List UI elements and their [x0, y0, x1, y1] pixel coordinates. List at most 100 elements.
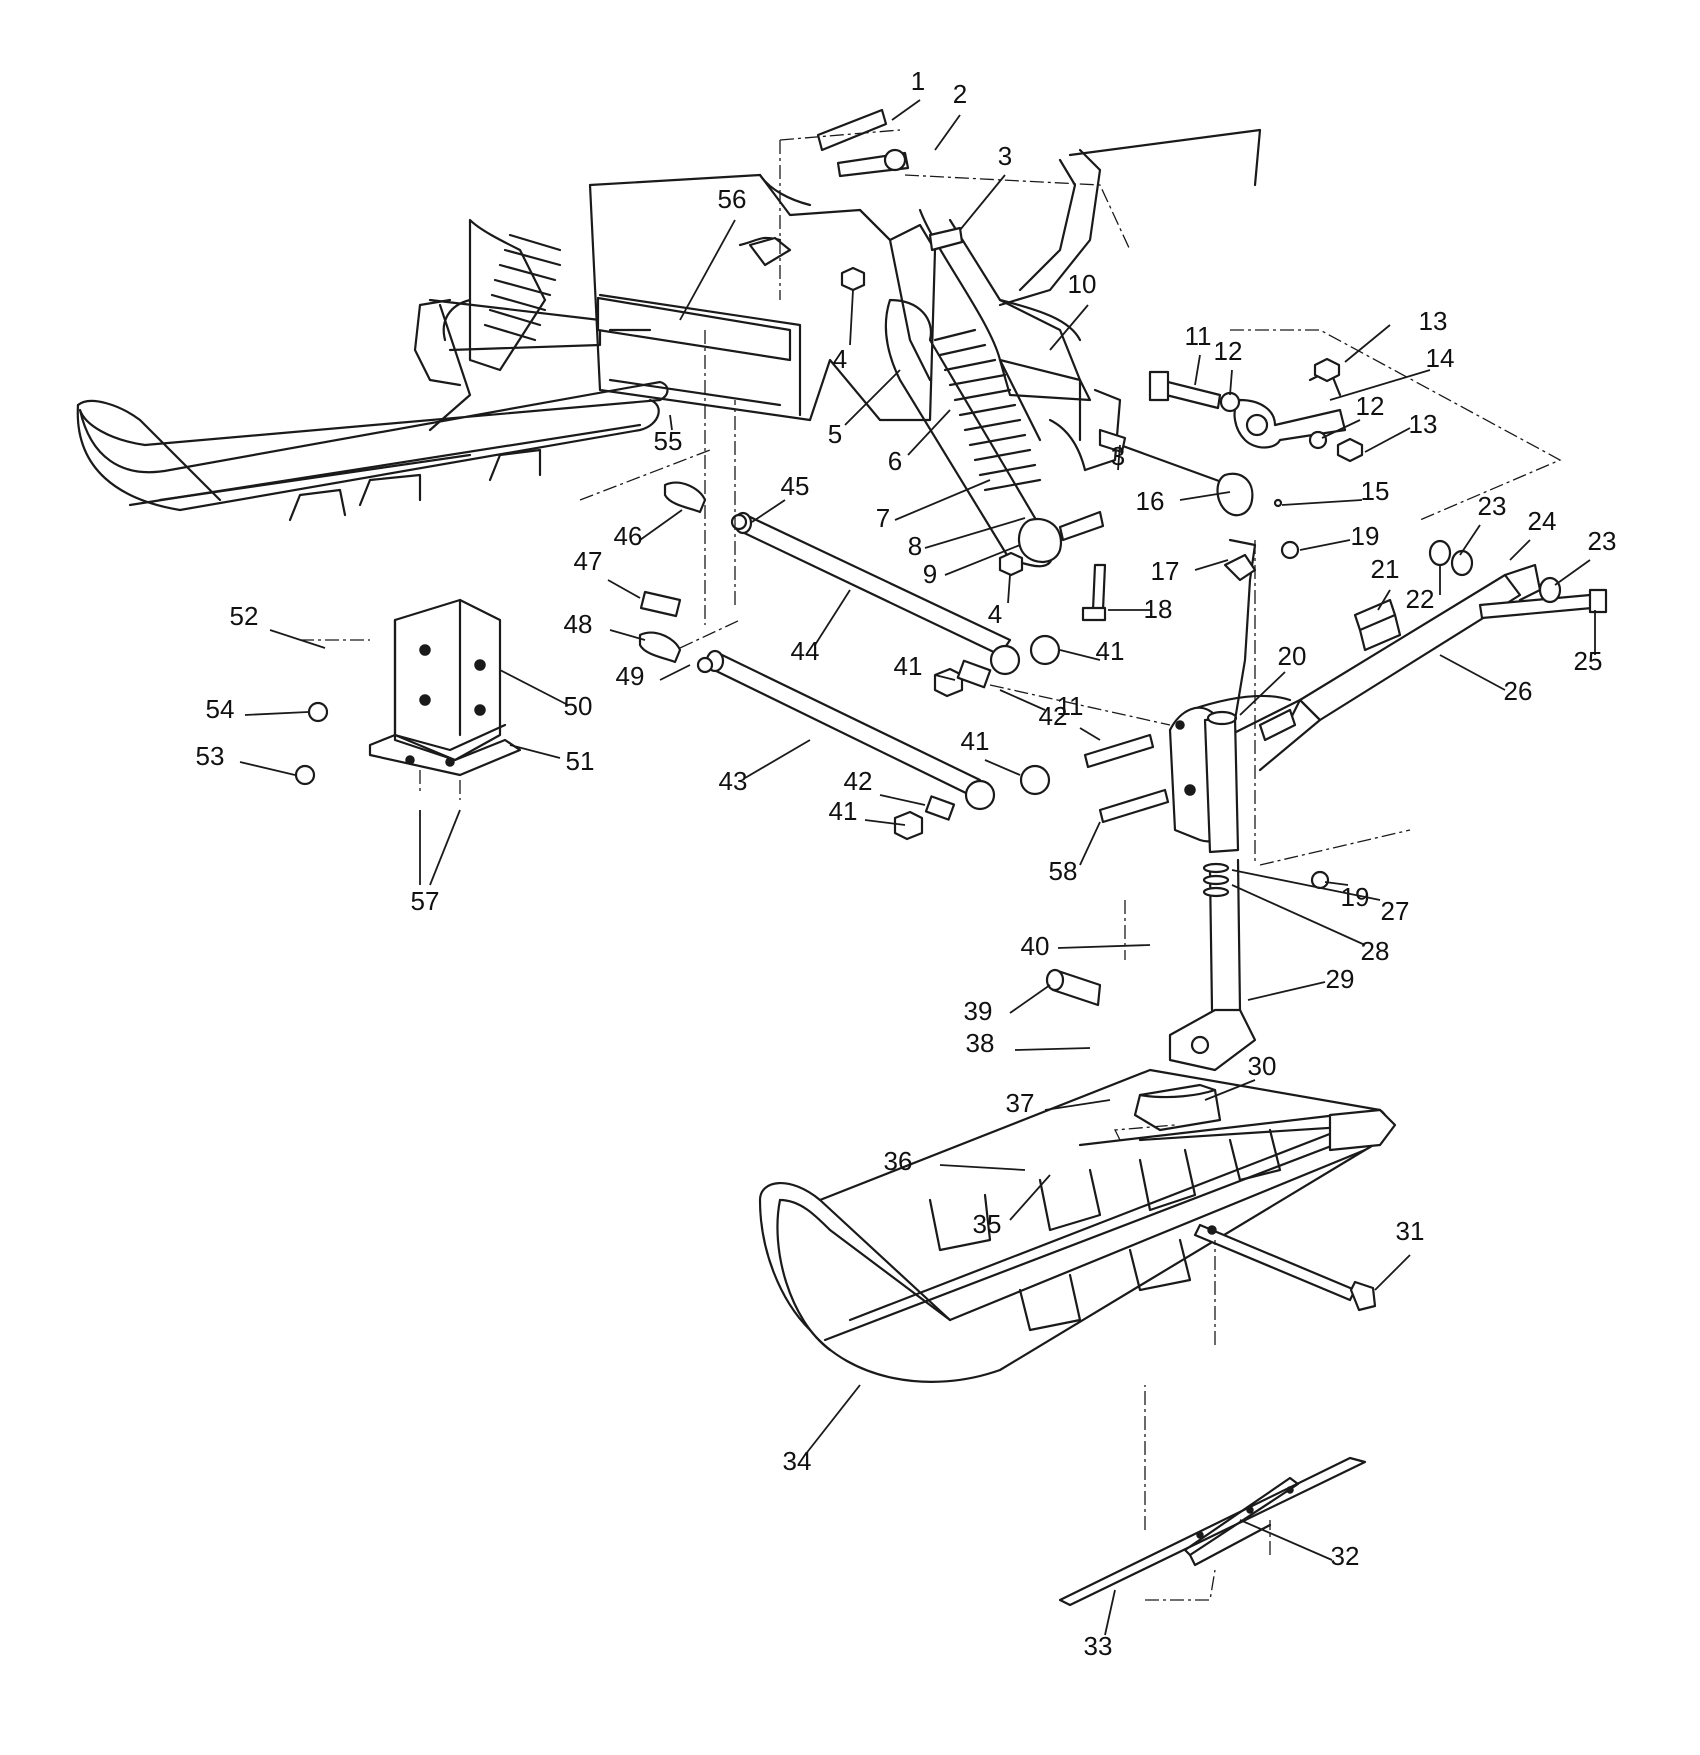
- callout-c55: 55: [654, 414, 682, 456]
- callout-c4b: 4: [988, 574, 1011, 629]
- callout-label: 50: [564, 691, 593, 721]
- callout-c39: 39: [964, 984, 1051, 1026]
- callout-label: 45: [781, 471, 810, 501]
- callout-c42b: 42: [844, 766, 926, 806]
- callout-c8: 8: [908, 517, 1026, 561]
- callout-c41c: 41: [961, 726, 1021, 776]
- callout-c23b: 23: [1554, 526, 1617, 586]
- callout-c52: 52: [230, 601, 326, 649]
- callout-c56: 56: [679, 184, 747, 321]
- nuts-13: [1308, 357, 1364, 463]
- tie-rod-end: [1118, 443, 1283, 517]
- callout-c40: 40: [1021, 931, 1151, 961]
- callout-c27: 27: [1231, 869, 1410, 926]
- callout-label: 25: [1574, 646, 1603, 676]
- callout-label: 5: [828, 419, 842, 449]
- leader-line: [1204, 1079, 1256, 1101]
- leader-line: [1364, 427, 1411, 453]
- leader-line: [864, 819, 906, 826]
- callout-label: 9: [923, 559, 937, 589]
- callout-c12a: 12: [1214, 336, 1242, 396]
- callout-c2: 2: [934, 79, 967, 151]
- callout-label: 23: [1588, 526, 1617, 556]
- callout-c25: 25: [1574, 610, 1603, 676]
- callout-label: 31: [1396, 1216, 1425, 1246]
- leader-line: [1194, 354, 1201, 386]
- callout-c28: 28: [1231, 884, 1390, 966]
- leader-line: [1374, 1254, 1411, 1291]
- front-ski: [758, 1068, 1397, 1383]
- assembly-lines: [300, 129, 1562, 1601]
- leader-line: [1079, 727, 1101, 741]
- callout-label: 13: [1409, 409, 1438, 439]
- leader-line: [607, 579, 641, 599]
- callout-label: 41: [894, 651, 923, 681]
- callout-c12b: 12: [1321, 391, 1385, 439]
- callout-c11a: 11: [1185, 321, 1212, 386]
- callout-c13a: 13: [1344, 306, 1448, 363]
- callout-label: 30: [1248, 1051, 1277, 1081]
- callout-label: 19: [1351, 521, 1380, 551]
- mount-hardware: [748, 108, 1127, 577]
- callout-label: 53: [196, 741, 225, 771]
- bumper-bracket: [368, 598, 522, 777]
- callout-label: 18: [1144, 594, 1173, 624]
- leader-line: [944, 544, 1021, 576]
- rod-ends: [638, 481, 748, 674]
- callout-c34: 34: [783, 1384, 861, 1476]
- leader-line: [1239, 671, 1286, 716]
- callout-c21: 21: [1371, 554, 1400, 611]
- callout-label: 11: [1185, 321, 1212, 351]
- callout-c51: 51: [509, 744, 594, 776]
- callout-label: 41: [961, 726, 990, 756]
- left-nuts: [294, 701, 329, 786]
- callout-label: 27: [1381, 896, 1410, 926]
- spindle-base: [1045, 968, 1257, 1072]
- leader-line: [1104, 1589, 1116, 1636]
- callout-label: 39: [964, 996, 993, 1026]
- rear-left-shock: [413, 218, 602, 432]
- callout-c30: 30: [1204, 1051, 1277, 1101]
- leader-line: [1007, 574, 1011, 604]
- callout-label: 41: [1096, 636, 1125, 666]
- callout-label: 42: [1039, 701, 1068, 731]
- callout-label: 47: [574, 546, 603, 576]
- leader-line: [1239, 1519, 1333, 1561]
- callout-label: 37: [1006, 1088, 1035, 1118]
- callout-label: 22: [1406, 584, 1435, 614]
- callout-label: 58: [1049, 856, 1078, 886]
- leader-line: [1009, 1174, 1051, 1221]
- callout-label: 49: [616, 661, 645, 691]
- callout-c42a: 42: [999, 689, 1068, 731]
- callout-c46: 46: [614, 509, 683, 551]
- callout-label: 21: [1371, 554, 1400, 584]
- leader-line: [939, 1164, 1026, 1171]
- leader-line: [429, 809, 461, 886]
- bushings: [893, 634, 1061, 841]
- leader-line: [1009, 984, 1051, 1014]
- callout-c4a: 4: [833, 289, 854, 374]
- callout-c43: 43: [719, 739, 811, 796]
- leader-line: [1281, 499, 1363, 506]
- ski-saddle: [1133, 1083, 1222, 1132]
- spring-washers: [1202, 862, 1230, 898]
- callout-label: 13: [1419, 306, 1448, 336]
- callout-label: 2: [953, 79, 967, 109]
- callout-c11b: 11: [1057, 691, 1101, 741]
- callout-label: 12: [1356, 391, 1385, 421]
- leader-line: [1439, 654, 1506, 691]
- callout-label: 28: [1361, 936, 1390, 966]
- leader-line: [814, 589, 851, 646]
- callout-label: 56: [718, 184, 747, 214]
- leader-line: [1299, 539, 1351, 551]
- callout-c50: 50: [499, 669, 593, 721]
- leader-line: [659, 664, 691, 681]
- leader-line: [1059, 649, 1101, 661]
- callout-c48: 48: [564, 609, 646, 641]
- callout-label: 29: [1326, 964, 1355, 994]
- callout-label: 33: [1084, 1631, 1113, 1661]
- callout-label: 41: [829, 796, 858, 826]
- leader-line: [907, 409, 951, 456]
